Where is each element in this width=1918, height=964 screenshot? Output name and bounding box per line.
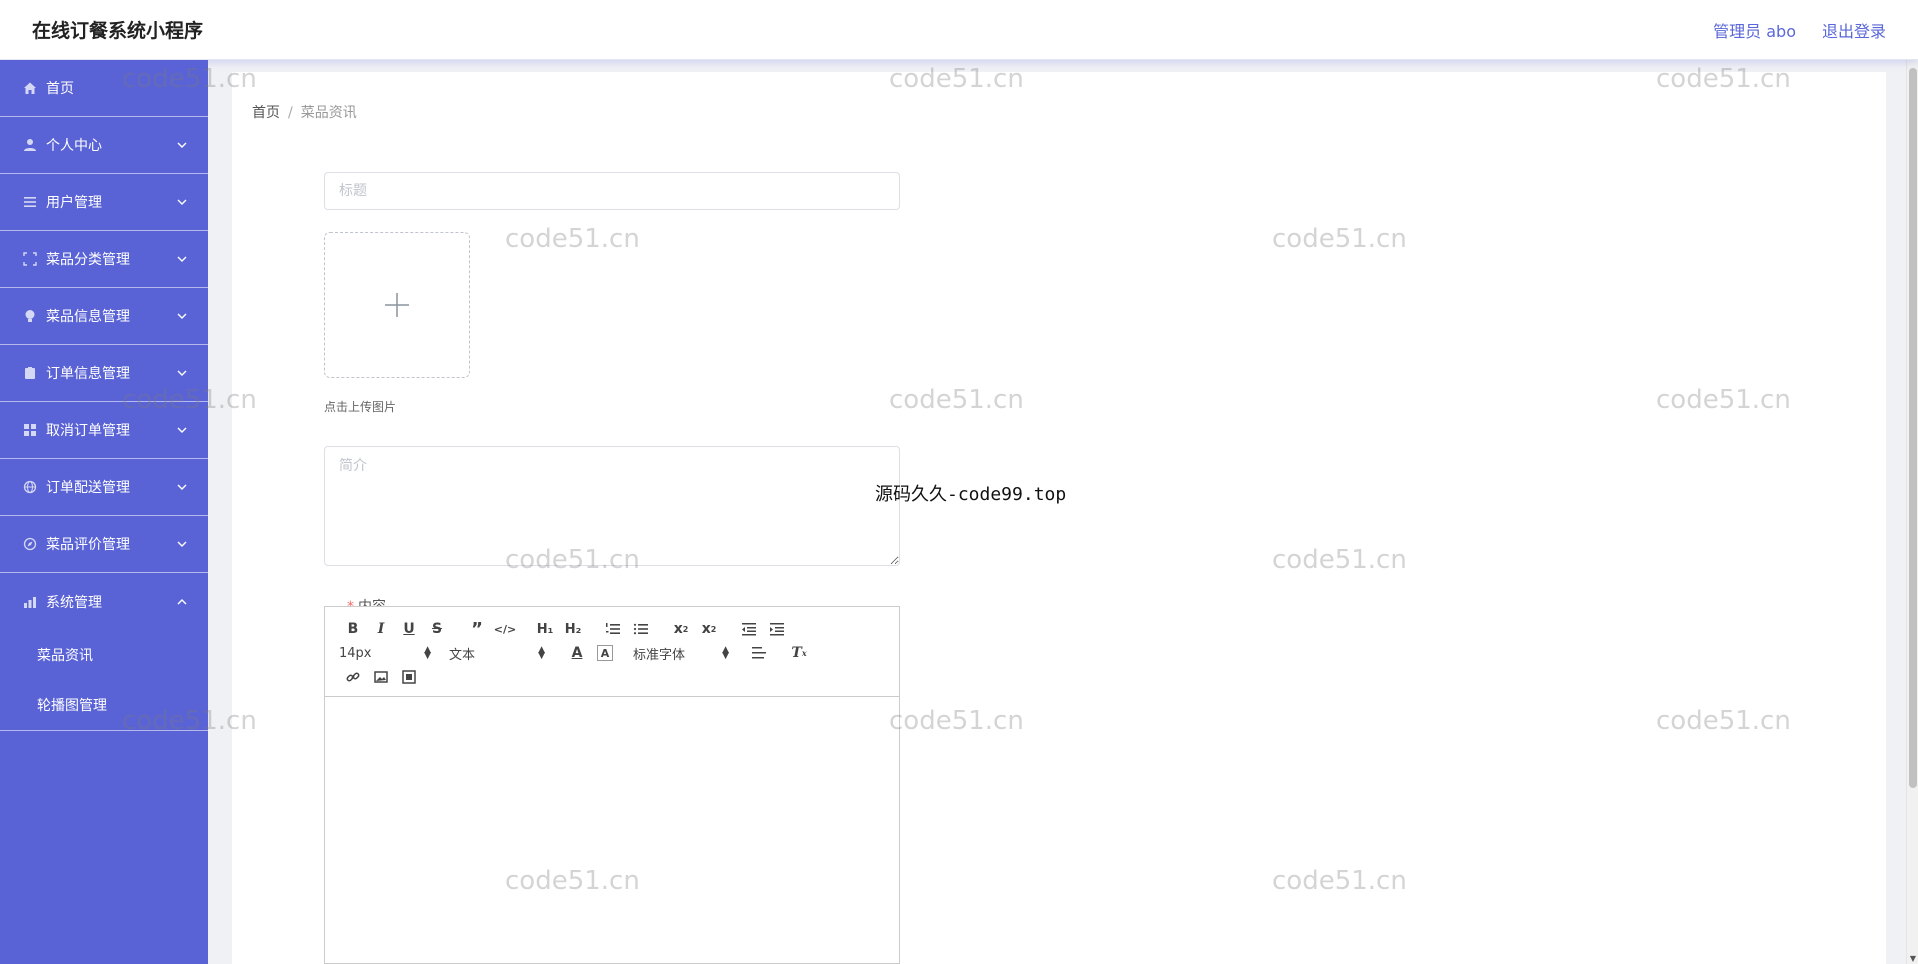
- font-size-value: 14px: [339, 645, 372, 661]
- globe-icon: [22, 479, 38, 495]
- plus-icon: [385, 293, 409, 317]
- page-scrollbar[interactable]: ▼: [1906, 60, 1918, 964]
- sidebar-item-dish-review[interactable]: 菜品评价管理: [0, 516, 208, 573]
- chevron-down-icon: [177, 313, 187, 319]
- chevron-down-icon: [177, 142, 187, 148]
- select-arrows-icon: ▲▼: [722, 645, 729, 661]
- blockquote-button[interactable]: ”: [471, 618, 483, 640]
- image-icon[interactable]: [367, 666, 395, 688]
- paragraph-value: 文本: [449, 647, 476, 663]
- sidebar-subitem-carousel[interactable]: 轮播图管理: [37, 698, 107, 714]
- chevron-down-icon: [177, 256, 187, 262]
- chart-icon: [22, 594, 38, 610]
- clipboard-icon: [22, 365, 38, 381]
- center-watermark: 源码久久-code99.top: [875, 484, 1067, 505]
- underline-button[interactable]: U: [403, 621, 415, 637]
- bulb-icon: [22, 308, 38, 324]
- system-submenu: 菜品资讯 轮播图管理: [0, 630, 208, 731]
- app-title: 在线订餐系统小程序: [32, 20, 204, 42]
- background-color-button[interactable]: A: [597, 645, 613, 661]
- sidebar-item-label: 订单信息管理: [46, 366, 130, 382]
- image-upload-box[interactable]: [324, 232, 470, 378]
- chevron-down-icon: [177, 484, 187, 490]
- home-icon: [22, 80, 38, 96]
- sidebar-item-system-management[interactable]: 系统管理: [0, 573, 208, 630]
- header-actions: 管理员 abo 退出登录: [1713, 18, 1886, 42]
- bold-button[interactable]: B: [347, 621, 359, 637]
- sidebar-item-personal-center[interactable]: 个人中心: [0, 117, 208, 174]
- sidebar-item-home[interactable]: 首页: [0, 60, 208, 117]
- logout-button[interactable]: 退出登录: [1821, 21, 1886, 41]
- sidebar-item-label: 系统管理: [46, 594, 102, 611]
- font-size-select[interactable]: 14px ▲▼: [339, 646, 435, 661]
- sidebar-item-dish-info[interactable]: 菜品信息管理: [0, 288, 208, 345]
- outdent-button[interactable]: [735, 618, 763, 640]
- header1-button[interactable]: H₁: [536, 621, 554, 637]
- align-button[interactable]: [745, 642, 773, 664]
- indent-button[interactable]: [763, 618, 791, 640]
- scroll-thumb[interactable]: [1909, 68, 1917, 788]
- admin-user-label[interactable]: 管理员 abo: [1713, 21, 1796, 41]
- sidebar-item-label: 个人中心: [46, 138, 102, 154]
- sidebar-item-label: 取消订单管理: [46, 423, 130, 439]
- ordered-list-button[interactable]: [599, 618, 627, 640]
- list-icon: [22, 194, 38, 210]
- sidebar: 首页 个人中心 用户管理 菜品分类管理 菜品信息管理 订单信息管理 取消订单管理…: [0, 60, 208, 964]
- sidebar-item-order-info[interactable]: 订单信息管理: [0, 345, 208, 402]
- sidebar-item-label: 用户管理: [46, 195, 102, 211]
- link-icon[interactable]: [339, 666, 367, 688]
- paragraph-select[interactable]: 文本 ▲▼: [449, 644, 549, 663]
- top-header: 在线订餐系统小程序 管理员 abo 退出登录: [0, 0, 1918, 60]
- breadcrumb: 首页 / 菜品资讯: [232, 72, 1886, 162]
- chevron-down-icon: [177, 427, 187, 433]
- sidebar-item-dish-category[interactable]: 菜品分类管理: [0, 231, 208, 288]
- video-icon[interactable]: [395, 666, 423, 688]
- select-arrows-icon: ▲▼: [538, 645, 545, 661]
- sidebar-item-label: 首页: [46, 81, 74, 97]
- strike-button[interactable]: S: [431, 621, 443, 637]
- main-content: 首页/菜品资讯 *标题 *图片 点击上传图片 简介 *内容 B I U S ”: [208, 60, 1906, 964]
- intro-textarea[interactable]: [324, 446, 900, 566]
- sidebar-item-label: 菜品评价管理: [46, 537, 130, 553]
- bullet-list-button[interactable]: [627, 618, 655, 640]
- sidebar-item-order-delivery[interactable]: 订单配送管理: [0, 459, 208, 516]
- select-arrows-icon: ▲▼: [424, 645, 431, 661]
- sidebar-item-label: 菜品信息管理: [46, 309, 130, 325]
- compass-icon: [22, 536, 38, 552]
- sidebar-item-user-management[interactable]: 用户管理: [0, 174, 208, 231]
- breadcrumb-separator: /: [288, 105, 293, 121]
- sidebar-item-label: 订单配送管理: [46, 480, 130, 496]
- font-family-select[interactable]: 标准字体 ▲▼: [633, 644, 733, 663]
- chevron-up-icon: [177, 598, 187, 604]
- italic-button[interactable]: I: [377, 621, 385, 637]
- title-input[interactable]: [324, 172, 900, 210]
- upload-tip: 点击上传图片: [324, 400, 397, 414]
- code-block-button[interactable]: </>: [493, 622, 517, 636]
- breadcrumb-current: 菜品资讯: [300, 105, 357, 121]
- editor-body[interactable]: [325, 697, 899, 964]
- chevron-down-icon: [177, 199, 187, 205]
- news-form: *标题 *图片 点击上传图片 简介 *内容 B I U S ” </>: [232, 160, 1886, 964]
- font-color-button[interactable]: A: [571, 645, 583, 661]
- sidebar-item-label: 菜品分类管理: [46, 252, 130, 268]
- chevron-down-icon: [177, 541, 187, 547]
- header2-button[interactable]: H₂: [564, 621, 582, 637]
- grid-icon: [22, 422, 38, 438]
- sidebar-item-cancel-order[interactable]: 取消订单管理: [0, 402, 208, 459]
- user-icon: [22, 137, 38, 153]
- font-family-value: 标准字体: [633, 647, 686, 663]
- sidebar-subitem-dish-news[interactable]: 菜品资讯: [37, 648, 93, 664]
- breadcrumb-home[interactable]: 首页: [252, 105, 280, 121]
- scroll-down-arrow-icon[interactable]: ▼: [1909, 954, 1917, 963]
- fullscreen-icon: [22, 251, 38, 267]
- chevron-down-icon: [177, 370, 187, 376]
